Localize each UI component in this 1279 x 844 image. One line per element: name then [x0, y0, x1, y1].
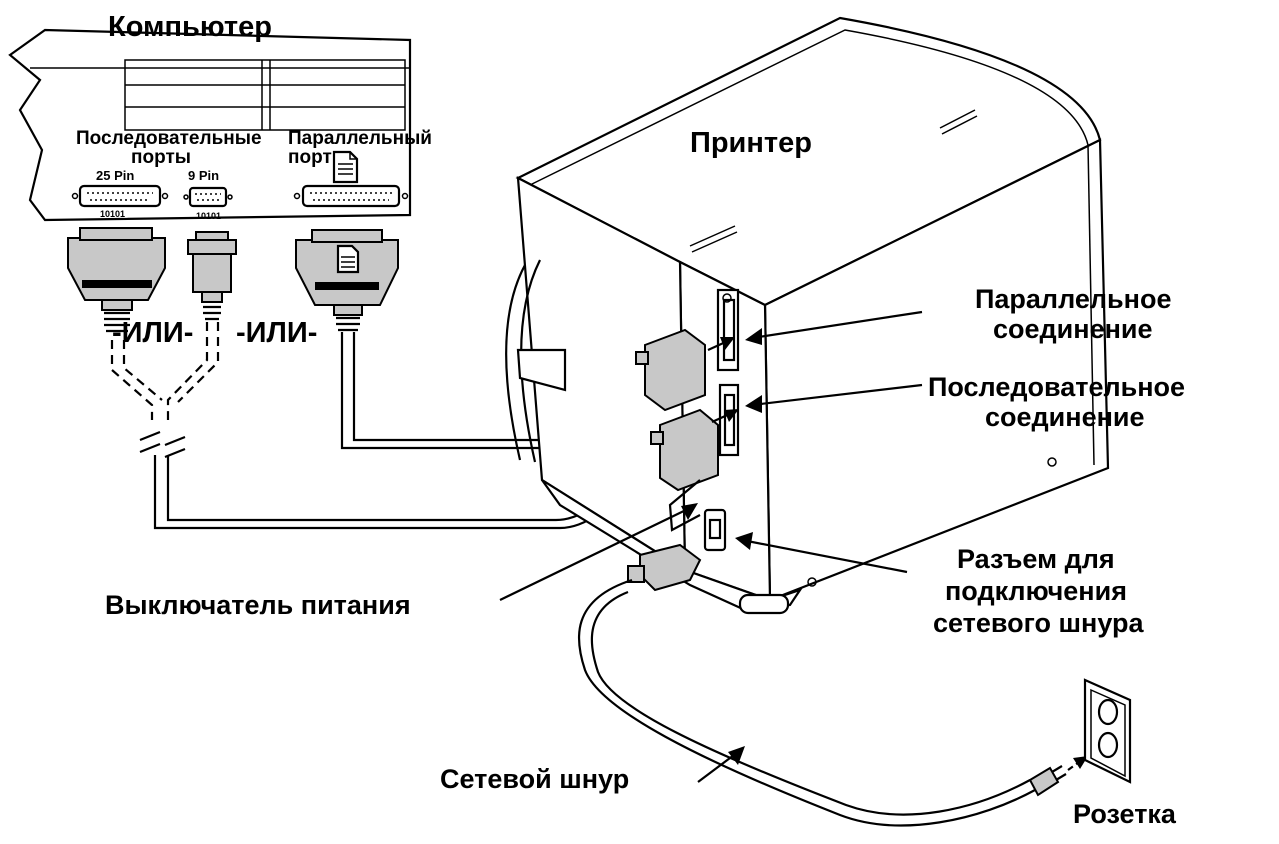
serial-plug: [650, 408, 719, 492]
connector-9pin: [187, 231, 237, 321]
printer-power-socket: [703, 508, 727, 552]
printer-parallel-socket: [716, 288, 740, 372]
pin25-code: 10101: [100, 209, 125, 219]
wall-outlet-icon: [1083, 678, 1132, 784]
pin9-code: 10101: [196, 211, 221, 221]
plug-icon: [1028, 756, 1088, 797]
parallel-connection-label-2: соединение: [993, 314, 1153, 344]
power-socket-label-3: сетевого шнура: [933, 608, 1144, 638]
arrow-icon: [499, 310, 923, 783]
computer-back-panel: [8, 28, 412, 222]
parallel-plug: [635, 328, 706, 412]
power-plug: [627, 543, 702, 592]
computer-label: Компьютер: [108, 11, 272, 43]
power-cord-label: Сетевой шнур: [440, 764, 629, 794]
pin25-label: 25 Pin: [96, 168, 134, 183]
serial-port-25pin: [71, 184, 169, 208]
serial-ports-label-2: порты: [131, 147, 191, 168]
power-socket-label-1: Разъем для: [957, 544, 1115, 574]
power-cord: [577, 578, 1036, 827]
power-socket-label-2: подключения: [945, 576, 1127, 606]
connector-parallel: [295, 229, 399, 332]
or-label-2: -ИЛИ-: [236, 317, 317, 349]
serial-port-9pin: [183, 186, 233, 208]
connector-25pin: [67, 227, 166, 333]
power-switch-label: Выключатель питания: [105, 590, 411, 620]
outlet-label: Розетка: [1073, 799, 1177, 829]
or-label-1: -ИЛИ-: [112, 317, 193, 349]
parallel-port-label-1: Параллельный: [288, 128, 432, 149]
parallel-port-label-2: порт: [288, 147, 332, 168]
serial-ports-label-1: Последовательные: [76, 128, 262, 149]
serial-connection-label-1: Последовательное: [928, 372, 1185, 402]
parallel-port: [293, 184, 409, 208]
serial-connection-label-2: соединение: [985, 402, 1145, 432]
document-icon: [332, 150, 359, 184]
pin9-label: 9 Pin: [188, 168, 219, 183]
parallel-connection-label-1: Параллельное: [975, 284, 1171, 314]
printer-label: Принтер: [690, 127, 812, 159]
